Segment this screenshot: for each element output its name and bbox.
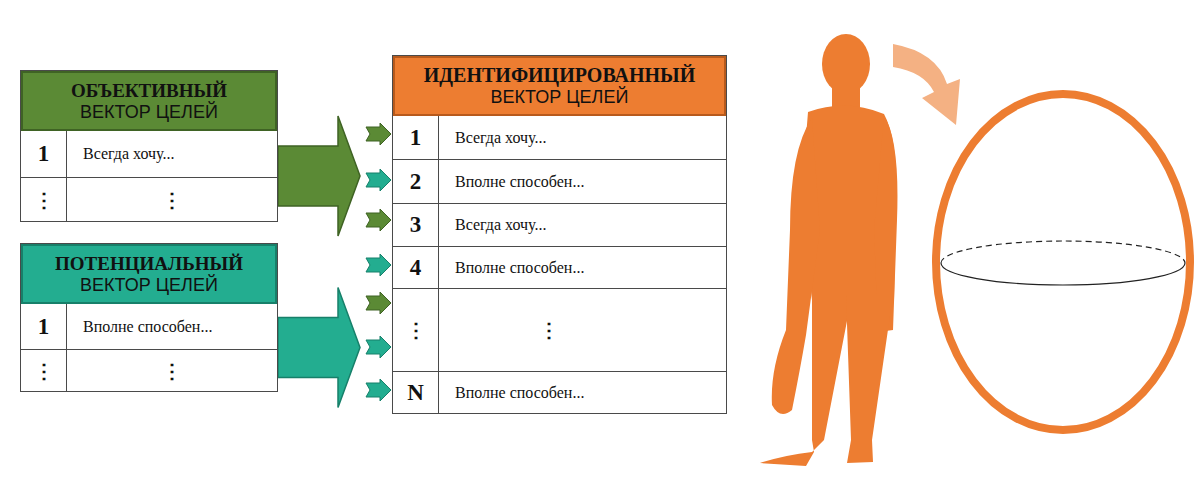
table-cell: Вполне способен... bbox=[455, 384, 584, 402]
equator-back bbox=[941, 241, 1185, 263]
table-cell: Всегда хочу... bbox=[455, 216, 547, 234]
header-title: ИДЕНТИФИЦИРОВАННЫЙ bbox=[424, 64, 695, 87]
number-cell: 1 bbox=[21, 131, 67, 177]
person-leg bbox=[846, 295, 893, 463]
text-cell: Вполне способен... bbox=[67, 304, 277, 349]
table-row: 3 Всегда хочу... bbox=[393, 203, 726, 246]
ellipsis-mark: ⋮ bbox=[406, 318, 426, 342]
table-header: ПОТЕНЦИАЛЬНЫЙВЕКТОР ЦЕЛЕЙ bbox=[21, 244, 277, 304]
person-leg bbox=[760, 295, 852, 466]
ellipsis-mark: ⋮ bbox=[162, 359, 182, 383]
number-cell: 1 bbox=[21, 304, 67, 349]
person-silhouette bbox=[760, 34, 897, 466]
text-cell: Вполне способен... bbox=[439, 160, 726, 203]
small-arrow bbox=[366, 336, 391, 358]
number-cell: ⋮ bbox=[21, 178, 67, 221]
table-cell: Вполне способен... bbox=[455, 173, 584, 191]
row-number: 1 bbox=[410, 125, 422, 151]
table-cell: Всегда хочу... bbox=[83, 145, 175, 163]
ellipsis-mark: ⋮ bbox=[539, 318, 559, 342]
text-cell: Всегда хочу... bbox=[439, 116, 726, 159]
text-cell: Вполне способен... bbox=[439, 247, 726, 288]
block-arrow bbox=[278, 116, 360, 236]
text-cell: ⋮ bbox=[67, 350, 277, 391]
small-arrow bbox=[366, 123, 391, 145]
goal-vector-table: ИДЕНТИФИЦИРОВАННЫЙВЕКТОР ЦЕЛЕЙ1Всегда хо… bbox=[392, 55, 727, 414]
number-cell: 3 bbox=[393, 204, 439, 246]
row-number: 4 bbox=[410, 255, 422, 281]
row-number: 1 bbox=[38, 314, 50, 340]
table-header: ИДЕНТИФИЦИРОВАННЫЙВЕКТОР ЦЕЛЕЙ bbox=[393, 56, 726, 116]
ellipsis-mark: ⋮ bbox=[162, 188, 182, 212]
text-cell: Всегда хочу... bbox=[439, 204, 726, 246]
table-row: 4 Вполне способен... bbox=[393, 246, 726, 288]
number-cell: ⋮ bbox=[393, 289, 439, 371]
text-cell: ⋮ bbox=[439, 289, 726, 371]
equator-front bbox=[941, 263, 1185, 285]
number-cell: 1 bbox=[393, 116, 439, 159]
table-row: 1 Вполне способен... bbox=[21, 304, 277, 349]
table-cell: Вполне способен... bbox=[455, 259, 584, 277]
header-title: ОБЪЕКТИВНЫЙ bbox=[71, 80, 227, 102]
header-subtitle: ВЕКТОР ЦЕЛЕЙ bbox=[80, 275, 218, 296]
header-subtitle: ВЕКТОР ЦЕЛЕЙ bbox=[80, 102, 218, 123]
number-cell: 2 bbox=[393, 160, 439, 203]
row-number: N bbox=[407, 380, 424, 406]
text-cell: ⋮ bbox=[67, 178, 277, 221]
ellipsis-mark: ⋮ bbox=[34, 188, 54, 212]
table-row: ⋮⋮ bbox=[393, 288, 726, 371]
number-cell: 4 bbox=[393, 247, 439, 288]
header-subtitle: ВЕКТОР ЦЕЛЕЙ bbox=[491, 87, 629, 108]
small-arrow bbox=[366, 209, 391, 231]
table-cell: Вполне способен... bbox=[83, 318, 212, 336]
row-number: 3 bbox=[410, 212, 422, 238]
small-arrows bbox=[366, 123, 391, 401]
sphere-outline bbox=[936, 94, 1190, 430]
row-number: 2 bbox=[410, 169, 422, 195]
table-cell: Всегда хочу... bbox=[455, 129, 547, 147]
table-row: 2 Вполне способен... bbox=[393, 159, 726, 203]
table-body: 1Всегда хочу...⋮⋮ bbox=[21, 131, 277, 221]
table-row: 1 Всегда хочу... bbox=[393, 116, 726, 159]
table-row: ⋮⋮ bbox=[21, 349, 277, 391]
ellipsis-mark: ⋮ bbox=[34, 359, 54, 383]
small-arrow bbox=[366, 292, 391, 314]
table-header: ОБЪЕКТИВНЫЙВЕКТОР ЦЕЛЕЙ bbox=[21, 71, 277, 131]
row-number: 1 bbox=[38, 141, 50, 167]
small-arrow bbox=[366, 379, 391, 401]
table-row: N Вполне способен... bbox=[393, 371, 726, 413]
text-cell: Всегда хочу... bbox=[67, 131, 277, 177]
small-arrow bbox=[366, 254, 391, 276]
curved-arrow bbox=[893, 44, 960, 125]
header-title: ПОТЕНЦИАЛЬНЫЙ bbox=[55, 253, 243, 275]
table-row: 1 Всегда хочу... bbox=[21, 131, 277, 177]
number-cell: ⋮ bbox=[21, 350, 67, 391]
table-row: ⋮⋮ bbox=[21, 177, 277, 221]
goal-vector-table: ОБЪЕКТИВНЫЙВЕКТОР ЦЕЛЕЙ1Всегда хочу...⋮⋮ bbox=[20, 70, 278, 222]
table-body: 1Всегда хочу...2Вполне способен...3Всегд… bbox=[393, 116, 726, 413]
goal-vector-table: ПОТЕНЦИАЛЬНЫЙВЕКТОР ЦЕЛЕЙ 1 Вполне способе… bbox=[20, 243, 278, 392]
text-cell: Вполне способен... bbox=[439, 372, 726, 413]
small-arrow bbox=[366, 169, 391, 191]
block-arrow bbox=[278, 288, 360, 408]
table-body: 1Вполне способен...⋮⋮ bbox=[21, 304, 277, 391]
number-cell: N bbox=[393, 372, 439, 413]
